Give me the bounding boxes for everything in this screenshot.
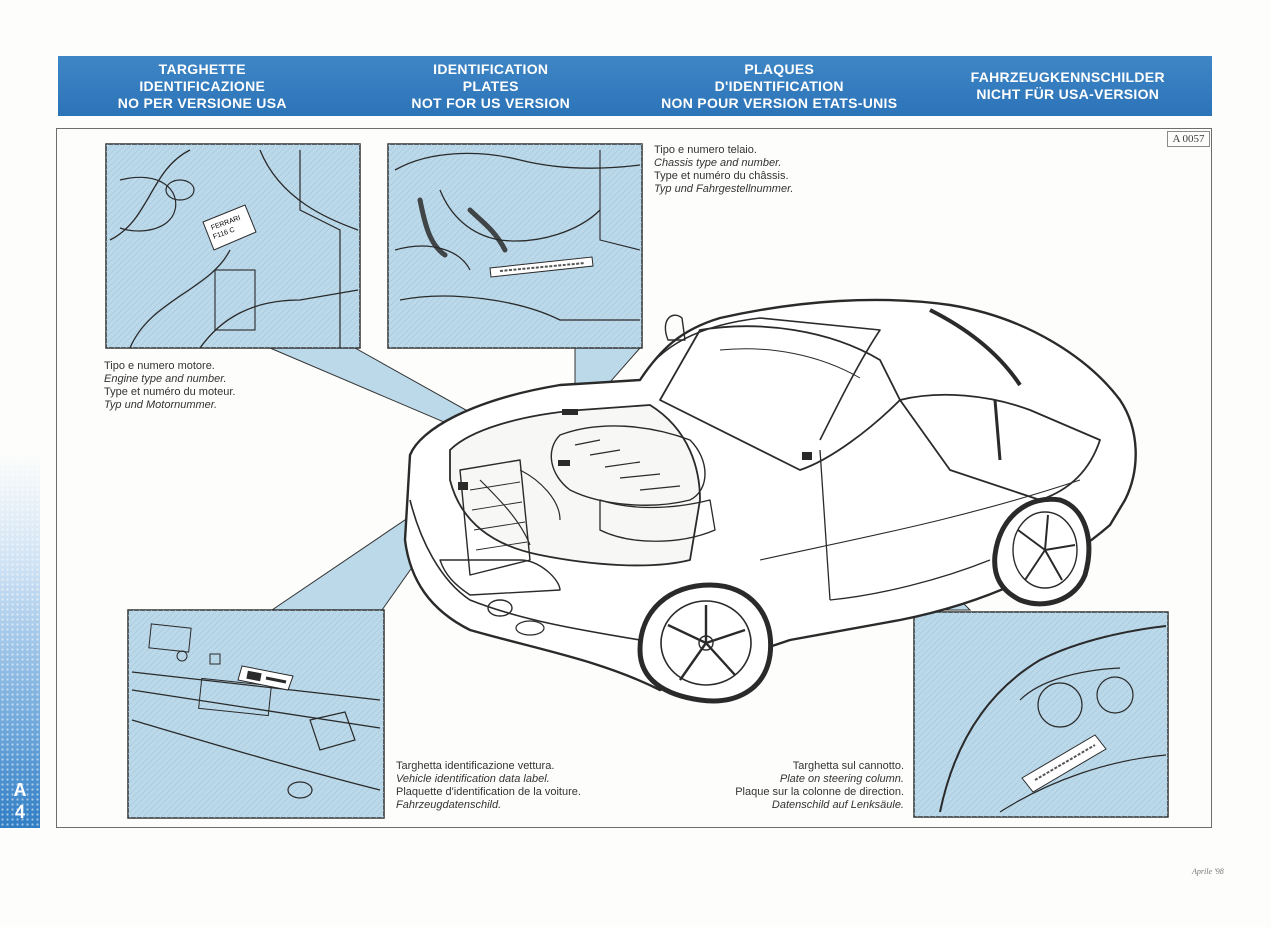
- figure-reference: A 0057: [1167, 131, 1210, 147]
- section-number: 4: [14, 802, 25, 822]
- caption-engine: Tipo e numero motore. Engine type and nu…: [104, 360, 236, 411]
- caption-steering-plate: Targhetta sul cannotto. Plate on steerin…: [735, 760, 904, 811]
- header-french: PLAQUES D'IDENTIFICATION NON POUR VERSIO…: [661, 60, 898, 111]
- caption-chassis: Tipo e numero telaio. Chassis type and n…: [654, 144, 794, 195]
- figure-frame: [56, 128, 1212, 828]
- section-letter: A: [13, 780, 27, 800]
- header-english: IDENTIFICATION PLATES NOT FOR US VERSION: [411, 60, 571, 111]
- steering-plate-detail-panel: [913, 611, 1169, 818]
- engine-plate: FERRARI F116 C: [202, 204, 257, 251]
- vehicle-label-plate: [237, 665, 294, 691]
- header-german: FAHRZEUGKENNSCHILDER NICHT FÜR USA-VERSI…: [970, 69, 1165, 102]
- car-body: [403, 298, 1137, 704]
- chassis-detail-panel: [387, 143, 643, 349]
- header-italian: TARGHETTE IDENTIFICAZIONE NO PER VERSION…: [117, 60, 287, 111]
- page-footer-date: Aprile '98: [1192, 867, 1224, 876]
- header-banner: TARGHETTE IDENTIFICAZIONE NO PER VERSION…: [58, 56, 1212, 116]
- chassis-plate: [489, 256, 594, 278]
- engine-detail-panel: FERRARI F116 C: [105, 143, 361, 349]
- tab-dot-pattern: [0, 452, 40, 828]
- caption-vehicle-label: Targhetta identificazione vettura. Vehic…: [396, 760, 581, 811]
- steering-column-plate: [1021, 734, 1107, 793]
- section-tab: A 4: [0, 452, 40, 828]
- vehicle-label-detail-panel: [127, 609, 385, 819]
